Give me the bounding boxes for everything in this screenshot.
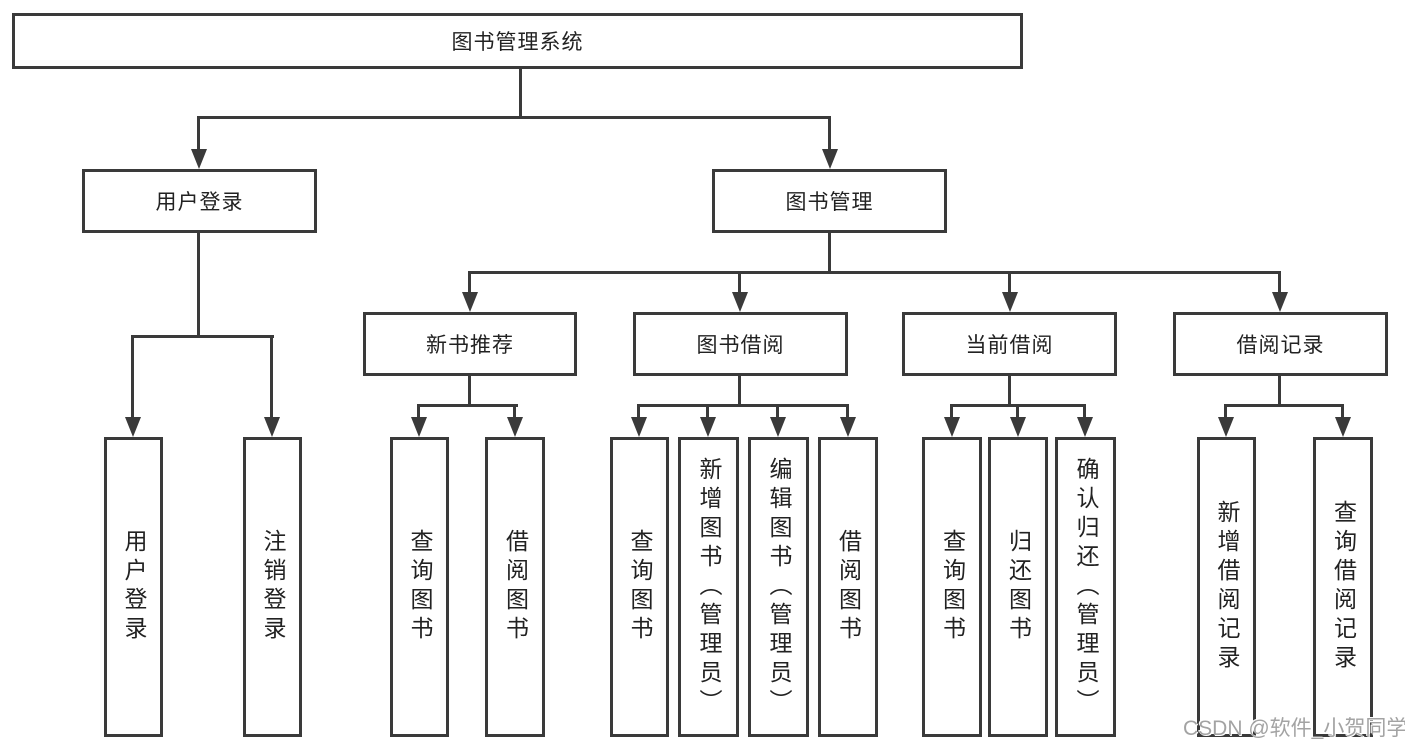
arrow-down-icon (732, 292, 748, 312)
connector-line (131, 335, 274, 338)
connector-line (706, 404, 709, 418)
node-new-book-recommend: 新书推荐 (363, 312, 577, 376)
node-book-borrowing-label: 图书借阅 (696, 334, 785, 357)
leaf-query-books-borrowing-label: 查询图书 (627, 529, 653, 645)
arrow-down-icon (411, 417, 427, 437)
connector-line (846, 404, 849, 418)
connector-line (468, 271, 1281, 274)
leaf-query-books-recommend: 查询图书 (390, 437, 449, 737)
leaf-borrow-books-label: 借阅图书 (835, 529, 862, 645)
arrow-down-icon (822, 149, 838, 169)
node-book-management: 图书管理 (712, 169, 947, 233)
connector-line (1224, 404, 1344, 407)
leaf-add-borrow-record-label: 新增借阅记录 (1214, 500, 1240, 674)
arrow-down-icon (944, 417, 960, 437)
leaf-confirm-return-admin-label: 确认归还（管理员） (1073, 456, 1099, 718)
leaf-logout-label: 注销登录 (260, 529, 286, 645)
connector-line (738, 271, 741, 293)
leaf-query-books-current-label: 查询图书 (939, 529, 966, 645)
arrow-down-icon (770, 417, 786, 437)
connector-line (417, 404, 518, 407)
arrow-down-icon (1218, 417, 1234, 437)
arrow-down-icon (700, 417, 716, 437)
connector-line (1341, 404, 1344, 418)
node-book-borrowing: 图书借阅 (633, 312, 848, 376)
arrow-down-icon (1002, 292, 1018, 312)
leaf-query-books-current: 查询图书 (922, 437, 982, 737)
arrow-down-icon (1335, 417, 1351, 437)
leaf-return-books: 归还图书 (988, 437, 1048, 737)
connector-line (468, 376, 471, 405)
arrow-down-icon (1077, 417, 1093, 437)
connector-line (519, 66, 522, 117)
connector-line (950, 404, 953, 418)
connector-line (1224, 404, 1227, 418)
node-user-login: 用户登录 (82, 169, 317, 233)
node-current-borrowing: 当前借阅 (902, 312, 1117, 376)
connector-line (637, 404, 849, 407)
leaf-user-login-label: 用户登录 (121, 529, 147, 645)
node-borrowing-records-label: 借阅记录 (1236, 334, 1325, 357)
connector-line (1083, 404, 1086, 418)
connector-line (197, 116, 831, 119)
connector-line (828, 116, 831, 150)
arrow-down-icon (125, 417, 141, 437)
connector-line (776, 404, 779, 418)
connector-line (197, 233, 200, 336)
connector-line (1016, 404, 1019, 418)
connector-line (270, 335, 273, 418)
leaf-user-login: 用户登录 (104, 437, 163, 737)
leaf-borrow-books-recommend: 借阅图书 (485, 437, 545, 737)
connector-line (417, 404, 420, 418)
node-library-system: 图书管理系统 (12, 13, 1023, 69)
leaf-query-borrow-record-label: 查询借阅记录 (1330, 500, 1357, 674)
leaf-add-borrow-record: 新增借阅记录 (1197, 437, 1256, 737)
leaf-query-borrow-record: 查询借阅记录 (1313, 437, 1373, 737)
node-current-borrowing-label: 当前借阅 (965, 334, 1054, 357)
leaf-return-books-label: 归还图书 (1005, 529, 1032, 645)
leaf-logout: 注销登录 (243, 437, 302, 737)
leaf-edit-books-admin-label: 编辑图书（管理员） (766, 456, 792, 718)
node-library-system-label: 图书管理系统 (451, 31, 584, 54)
leaf-add-books-admin: 新增图书（管理员） (678, 437, 739, 737)
connector-line (1008, 376, 1011, 405)
node-borrowing-records: 借阅记录 (1173, 312, 1388, 376)
leaf-query-books-recommend-label: 查询图书 (407, 529, 433, 645)
leaf-add-books-admin-label: 新增图书（管理员） (696, 456, 722, 718)
leaf-borrow-books-recommend-label: 借阅图书 (502, 529, 529, 645)
connector-line (513, 404, 516, 418)
node-user-login-label: 用户登录 (155, 191, 244, 214)
connector-line (131, 335, 134, 418)
arrow-down-icon (1272, 292, 1288, 312)
leaf-confirm-return-admin: 确认归还（管理员） (1055, 437, 1116, 737)
connector-line (468, 271, 471, 293)
connector-line (1278, 376, 1281, 405)
arrow-down-icon (1010, 417, 1026, 437)
arrow-down-icon (462, 292, 478, 312)
connector-line (738, 376, 741, 405)
leaf-edit-books-admin: 编辑图书（管理员） (748, 437, 809, 737)
leaf-borrow-books: 借阅图书 (818, 437, 878, 737)
connector-line (828, 233, 831, 272)
arrow-down-icon (507, 417, 523, 437)
connector-line (197, 116, 200, 150)
connector-line (637, 404, 640, 418)
arrow-down-icon (631, 417, 647, 437)
leaf-query-books-borrowing: 查询图书 (610, 437, 669, 737)
arrow-down-icon (191, 149, 207, 169)
node-book-management-label: 图书管理 (785, 191, 874, 214)
csdn-watermark: CSDN @软件_小贺同学 (1183, 717, 1405, 740)
node-new-book-recommend-label: 新书推荐 (426, 334, 514, 357)
connector-line (1008, 271, 1011, 293)
connector-line (1278, 271, 1281, 293)
arrow-down-icon (840, 417, 856, 437)
arrow-down-icon (264, 417, 280, 437)
